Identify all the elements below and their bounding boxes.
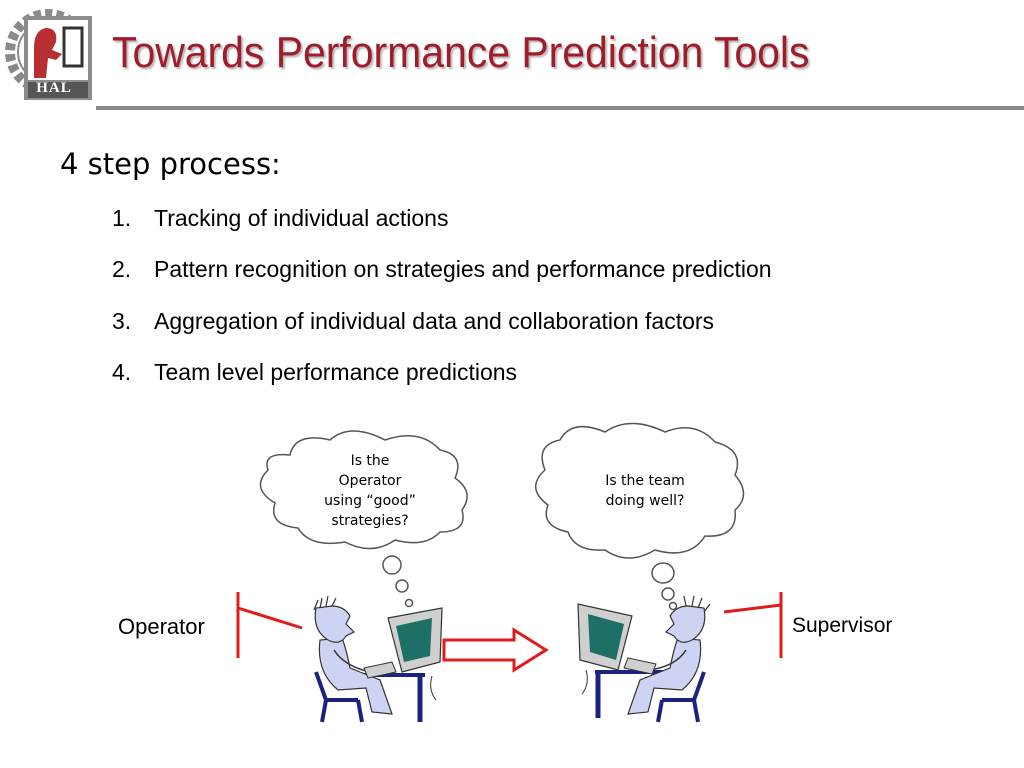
logo-gear-icon xyxy=(5,9,92,100)
step-number: 2. xyxy=(112,256,132,282)
supervisor-thought-text: Is the team doing well? xyxy=(605,473,685,509)
list-item-step-4: 4. Team level performance predictions xyxy=(112,359,517,386)
process-heading: 4 step process: xyxy=(60,147,281,181)
operator-thought-text: Is the Operator using “good” strategies? xyxy=(324,453,416,529)
supervisor-bracket xyxy=(723,592,783,658)
supervisor-figure xyxy=(577,595,711,723)
supervisor-thought-cloud xyxy=(535,422,745,611)
operator-thought-cloud xyxy=(259,430,468,608)
operator-label: Operator xyxy=(118,614,205,639)
step-number: 3. xyxy=(112,308,132,334)
step-text: Team level performance predictions xyxy=(154,359,518,385)
list-item-step-2: 2. Pattern recognition on strategies and … xyxy=(112,256,772,283)
step-number: 4. xyxy=(112,359,132,385)
step-number: 1. xyxy=(112,205,132,231)
slide-title: Towards Performance Prediction Tools xyxy=(112,28,810,77)
operator-figure xyxy=(313,595,443,723)
supervisor-label: Supervisor xyxy=(792,614,893,637)
list-item-step-1: 1. Tracking of individual actions xyxy=(112,205,448,232)
list-item-step-3: 3. Aggregation of individual data and col… xyxy=(112,308,714,335)
step-text: Aggregation of individual data and colla… xyxy=(154,308,715,334)
arrow-right-icon xyxy=(442,627,549,673)
logo-text: HAL xyxy=(36,80,72,96)
step-text: Pattern recognition on strategies and pe… xyxy=(154,256,772,282)
step-text: Tracking of individual actions xyxy=(154,205,449,231)
title-divider xyxy=(96,106,1024,110)
operator-bracket xyxy=(236,592,303,658)
